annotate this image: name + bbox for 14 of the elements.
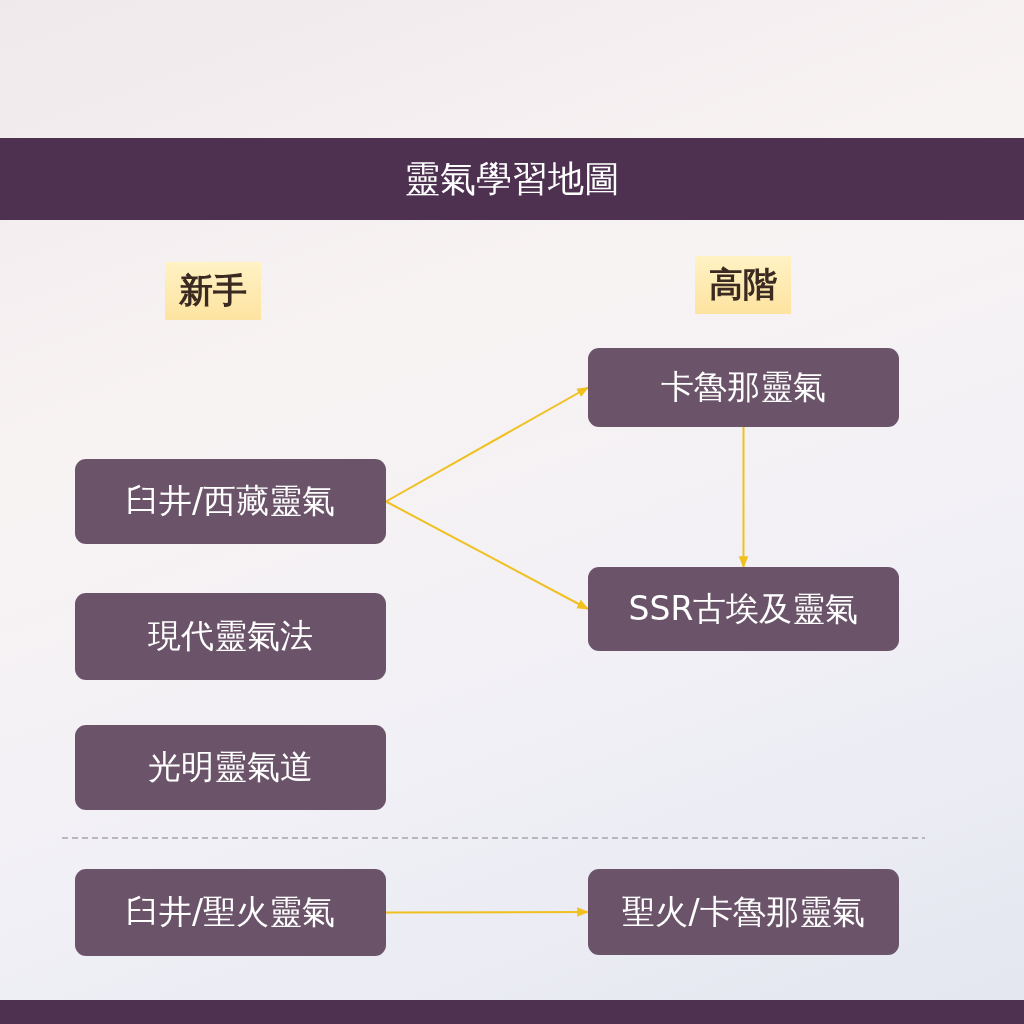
title-banner: 靈氣學習地圖 [0, 138, 1024, 220]
arrow [385, 386, 590, 503]
process-box: 卡魯那靈氣 [588, 348, 899, 427]
process-box: 光明靈氣道 [75, 725, 386, 810]
process-box: 臼井/西藏靈氣 [75, 459, 386, 544]
process-box: 現代靈氣法 [75, 593, 386, 680]
process-box: 聖火/卡魯那靈氣 [588, 869, 899, 955]
arrow [385, 500, 590, 610]
arrow [385, 907, 590, 917]
column-heading: 新手 [165, 262, 261, 320]
process-box: SSR古埃及靈氣 [588, 567, 899, 651]
process-box: 臼井/聖火靈氣 [75, 869, 386, 956]
column-heading: 高階 [695, 256, 791, 314]
arrow [738, 426, 749, 569]
